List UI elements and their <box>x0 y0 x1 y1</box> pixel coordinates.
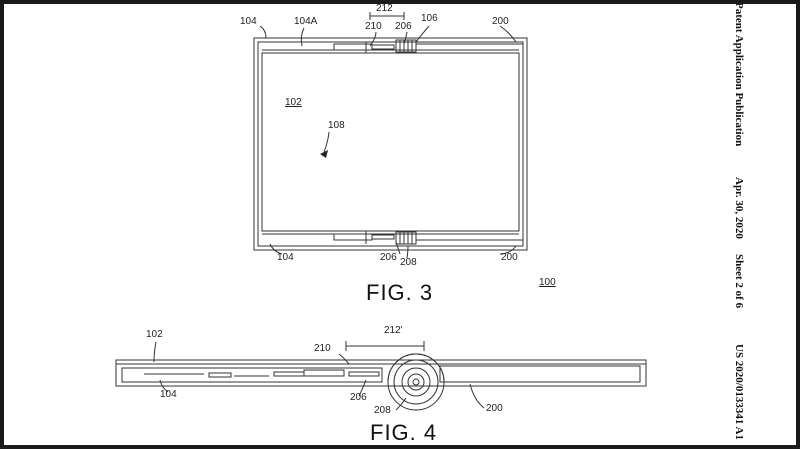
fig4-body-outline <box>115 359 647 387</box>
fig3-display-panel <box>261 52 520 232</box>
fig4-label-104: 104 <box>160 389 177 400</box>
fig4-label-210: 210 <box>314 343 331 354</box>
fig4-right-panel <box>439 365 641 383</box>
fig3-label-200-top: 200 <box>492 16 509 27</box>
fig3-inner-frame <box>257 41 524 247</box>
fig3-top-hinge <box>395 39 417 53</box>
fig3-label-206-bottom: 206 <box>380 252 397 263</box>
fig3-label-200-bottom: 200 <box>501 252 518 263</box>
drawing-lines <box>115 12 647 411</box>
fig3-label-212: 212 <box>376 4 393 14</box>
fig3-arrow-108 <box>320 150 328 158</box>
fig3-label-100: 100 <box>539 277 556 288</box>
patent-header: Patent Application Publication Apr. 30, … <box>733 4 758 445</box>
fig3-label-108: 108 <box>328 120 345 131</box>
header-date: Apr. 30, 2020 <box>733 177 745 239</box>
header-number: US 2020/0133341 A1 <box>733 344 745 440</box>
fig3-label-106: 106 <box>421 13 438 24</box>
fig4-label-206: 206 <box>350 392 367 403</box>
fig4-label-200: 200 <box>486 403 503 414</box>
fig3-label-210: 210 <box>365 21 382 32</box>
patent-drawing-sheet: 104 104A 212 210 206 106 200 102 108 104… <box>4 4 796 445</box>
header-sheet: Sheet 2 of 6 <box>733 254 745 309</box>
fig3-label-206-top: 206 <box>395 21 412 32</box>
fig3-outer-frame <box>253 37 528 251</box>
fig3-bottom-hinge <box>395 231 417 245</box>
fig3-label-104a: 104A <box>294 16 318 27</box>
fig3-label-208: 208 <box>400 257 417 268</box>
fig4-label-212-prime: 212' <box>384 325 403 336</box>
fig4-label-102: 102 <box>146 329 163 340</box>
fig4-label-208: 208 <box>374 405 391 416</box>
fig3-label-104-bottom: 104 <box>277 252 294 263</box>
fig4-caption: FIG. 4 <box>370 420 438 445</box>
fig3-caption: FIG. 3 <box>366 280 434 305</box>
fig3-label-102: 102 <box>285 97 302 108</box>
fig3-label-104-top: 104 <box>240 16 257 27</box>
header-publication: Patent Application Publication <box>733 4 745 147</box>
